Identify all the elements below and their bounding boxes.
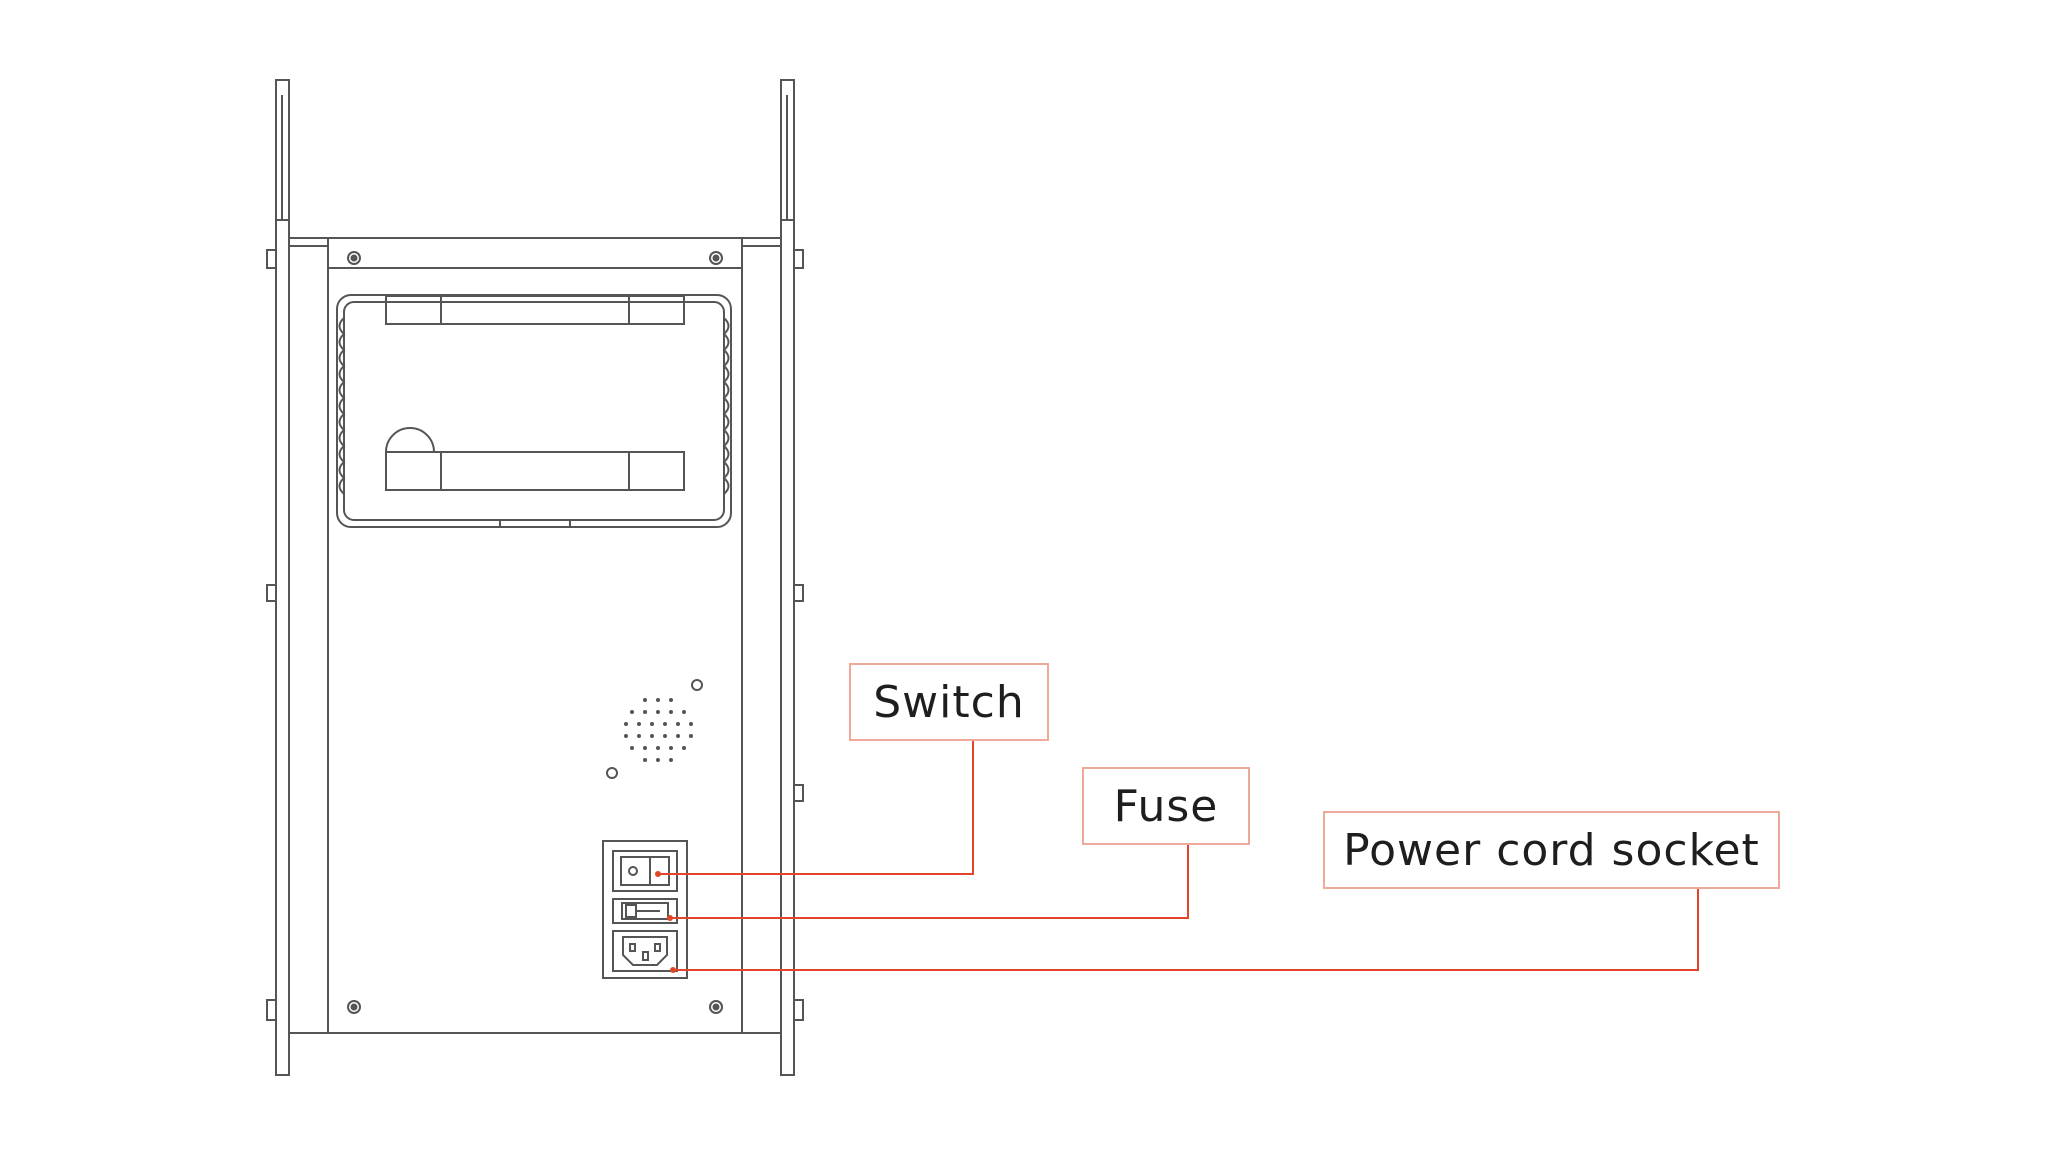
switch-component	[612, 850, 678, 892]
power-socket-component	[612, 930, 678, 972]
fan-window	[336, 294, 732, 528]
fuse-component	[612, 898, 678, 924]
housing	[288, 237, 782, 1034]
fuse-leader-line	[670, 845, 1189, 919]
left-handle	[266, 79, 290, 1076]
fuse-label: Fuse	[1082, 767, 1250, 845]
screws	[347, 251, 723, 1014]
power-socket-leader-line	[673, 889, 1699, 971]
switch-label: Switch	[849, 663, 1049, 741]
power-socket-leader-dot	[670, 967, 676, 973]
speaker-holes	[624, 698, 693, 762]
switch-leader-line	[658, 741, 974, 875]
right-handle	[780, 79, 804, 1076]
fuse-leader-dot	[667, 915, 673, 921]
power-module	[602, 840, 688, 979]
power-cord-socket-label: Power cord socket	[1323, 811, 1780, 889]
switch-leader-dot	[655, 871, 661, 877]
speaker-grille	[606, 679, 703, 779]
